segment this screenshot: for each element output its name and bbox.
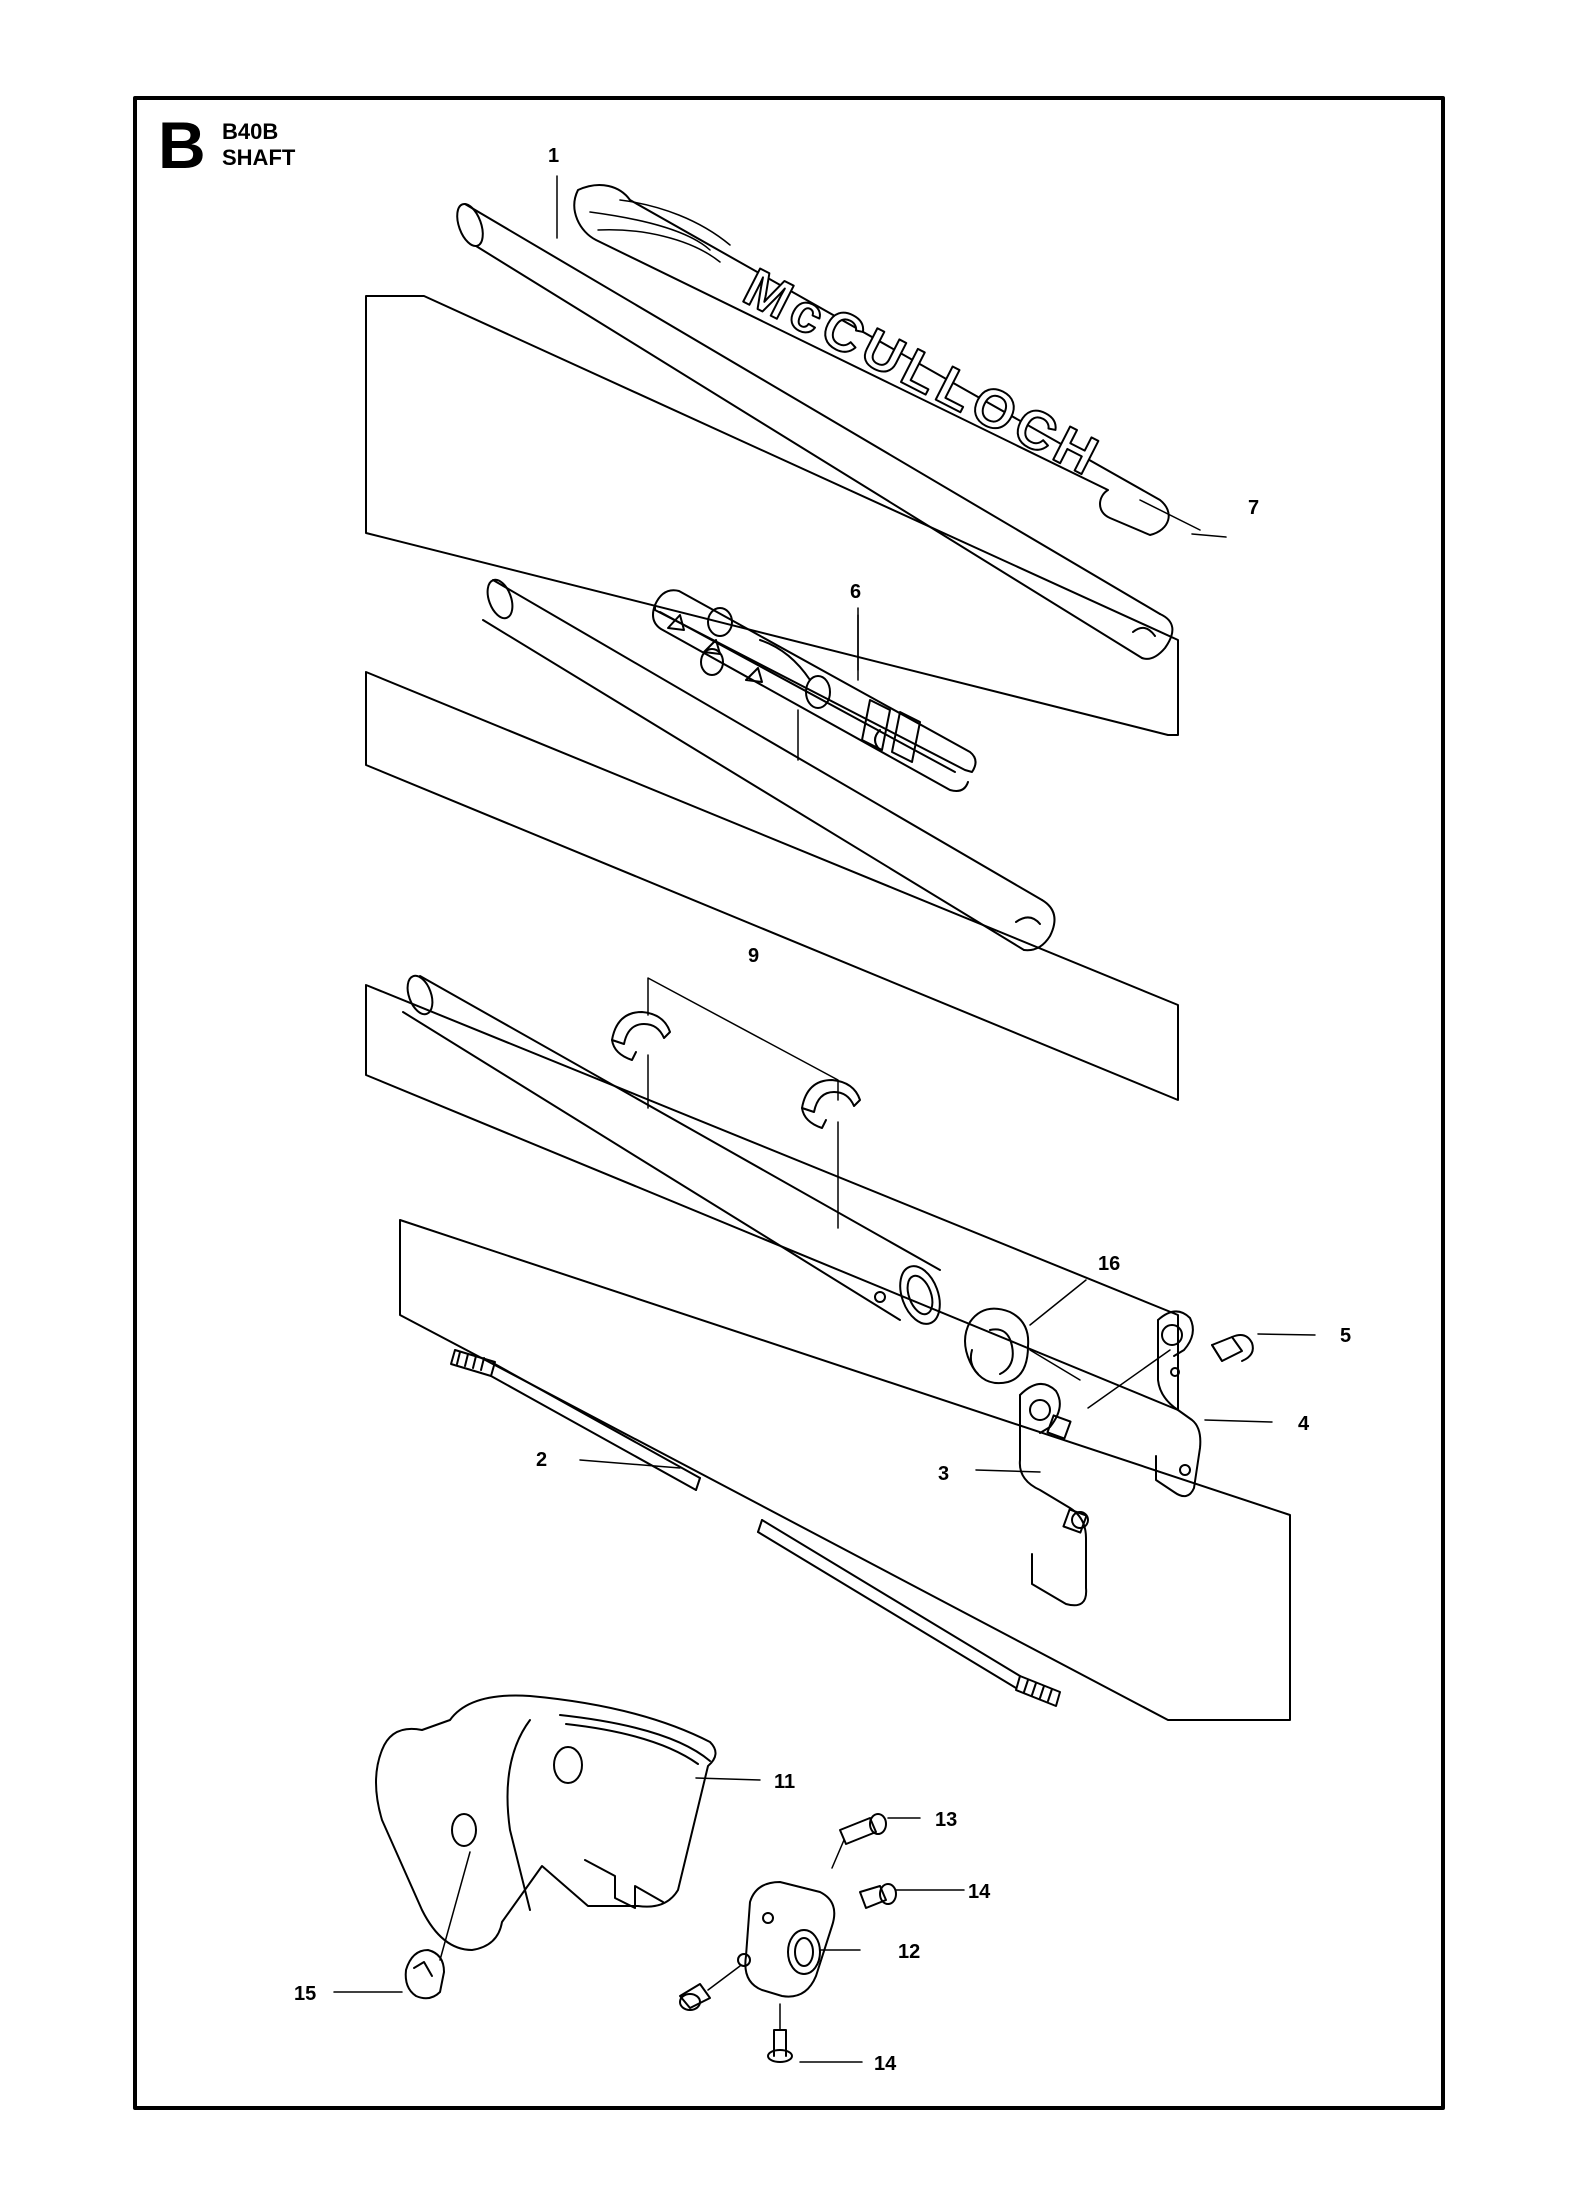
bushing-b (801, 1079, 861, 1229)
screw-14-top (859, 1883, 965, 1909)
callout-15: 15 (294, 1983, 316, 2005)
shaft-tube-upper (365, 202, 1179, 736)
shaft-tube-middle (365, 578, 1179, 1101)
callout-9: 9 (748, 945, 759, 967)
callout-16: 16 (1098, 1253, 1120, 1275)
mcculloch-decal: McCULLOCH (573, 184, 1201, 536)
diagram-title: SHAFT (222, 145, 296, 170)
section-letter: B (158, 108, 206, 182)
drive-shaft (450, 1349, 1061, 1707)
callout-2: 2 (536, 1449, 547, 1471)
callout-1: 1 (548, 145, 559, 167)
model-number: B40B (222, 119, 279, 144)
clamp-12 (737, 1881, 861, 1998)
callout-11: 11 (774, 1771, 795, 1793)
clamp-4 (1087, 1310, 1273, 1498)
clamp-3 (975, 1383, 1089, 1607)
drive-shaft-frame (399, 1219, 1291, 1721)
guard-11 (375, 1694, 761, 1951)
leader-16 (1029, 1279, 1087, 1326)
callout-7: 7 (1248, 497, 1259, 519)
callout-4: 4 (1298, 1413, 1310, 1435)
callout-13: 13 (935, 1809, 957, 1831)
screw-14-bottom (767, 2003, 863, 2063)
bushing-a (611, 1011, 671, 1109)
screw-side (679, 1965, 741, 2011)
callout-3: 3 (938, 1463, 949, 1485)
clip-15 (333, 1851, 471, 2000)
screw-13 (831, 1813, 921, 1869)
callout-5: 5 (1340, 1325, 1351, 1347)
decal-text: McCULLOCH (735, 257, 1112, 489)
leader-7 (1191, 533, 1227, 538)
leader-9 (647, 977, 839, 1101)
callout-14-top: 14 (968, 1881, 991, 1903)
decal-middle (652, 589, 977, 792)
shaft-tube-lower (365, 974, 1179, 1411)
page-frame (133, 96, 1445, 2110)
screw-5 (1211, 1333, 1316, 1362)
callout-12: 12 (898, 1941, 920, 1963)
callout-14-bottom: 14 (874, 2053, 897, 2075)
clamp-16 (964, 1307, 1081, 1384)
callout-6: 6 (850, 581, 861, 603)
